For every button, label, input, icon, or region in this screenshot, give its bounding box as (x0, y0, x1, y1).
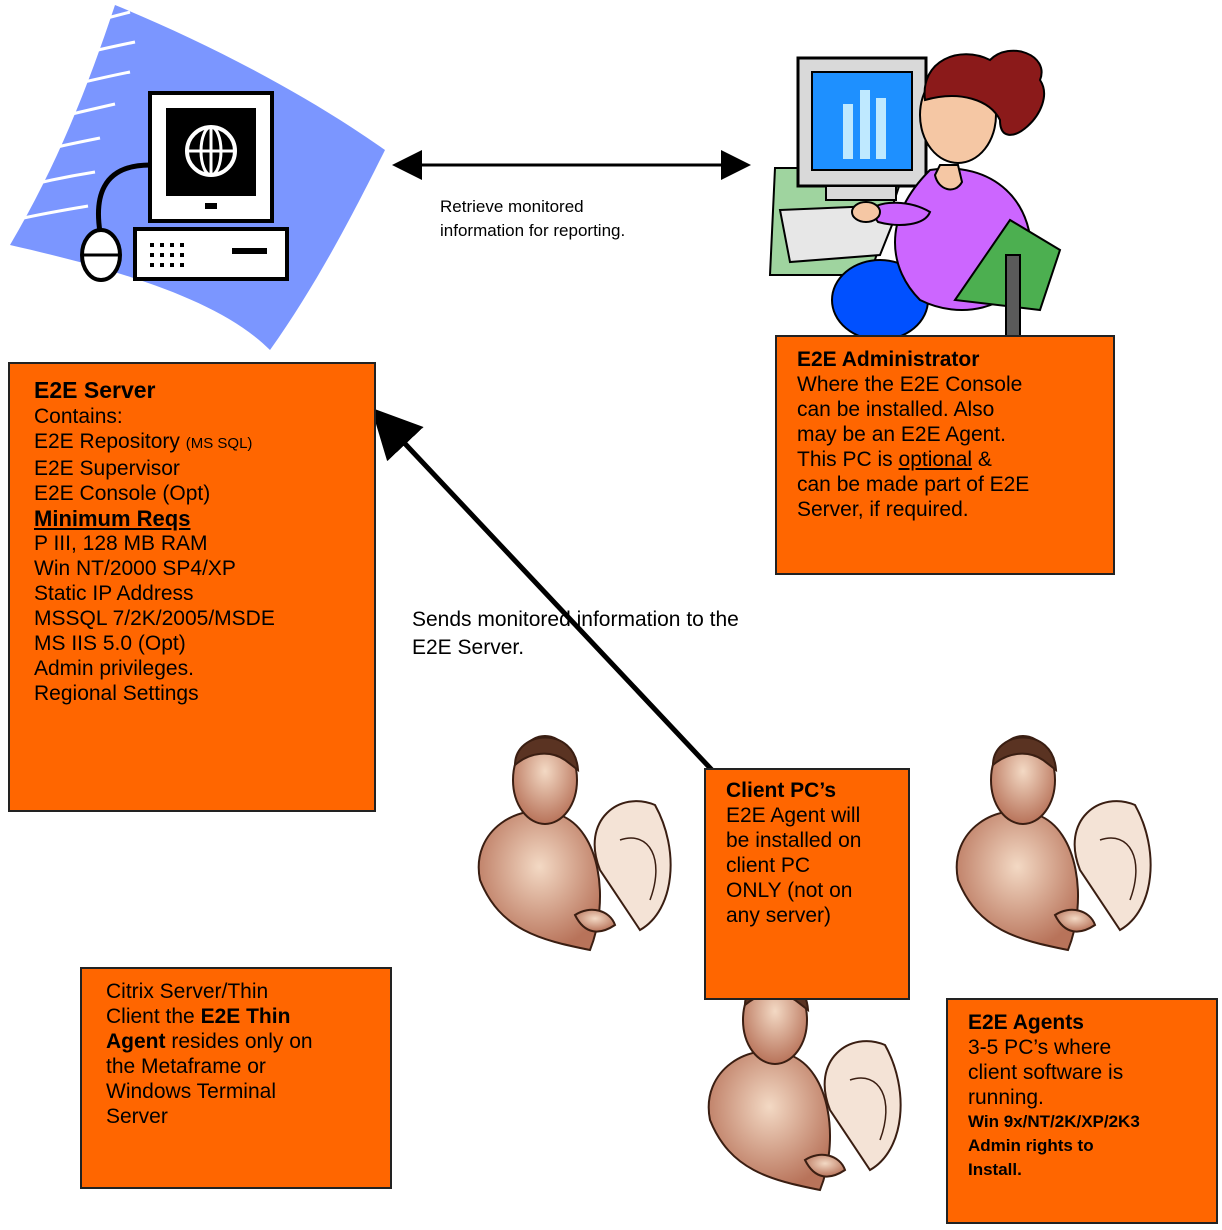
administrator-figure-icon (768, 49, 1062, 341)
citrix-line-1: Citrix Server/Thin (106, 980, 269, 1003)
server-req-6: Admin privileges. (34, 657, 194, 680)
admin-line-2: can be installed. Also (797, 398, 995, 421)
admin-line-5: can be made part of E2E (797, 473, 1030, 496)
agents-line-3: running. (968, 1086, 1044, 1109)
sends-arrow (371, 407, 729, 788)
client-line-2: be installed on (726, 829, 862, 852)
citrix-line-3-bold: Agent (106, 1030, 166, 1053)
server-req-2: Win NT/2000 SP4/XP (34, 557, 236, 580)
agents-line-1: 3-5 PC’s where (968, 1036, 1112, 1059)
server-repository: E2E Repository (MS SQL) (34, 429, 374, 456)
server-console: E2E Console (Opt) (34, 482, 211, 505)
client-line-4: ONLY (not on (726, 879, 853, 902)
e2e-agents-box: E2E Agents 3-5 PC’s where client softwar… (946, 998, 1218, 1224)
client-line-5: any server) (726, 904, 832, 927)
server-repository-note: (MS SQL) (185, 435, 253, 452)
server-repository-text: E2E Repository (34, 430, 186, 453)
admin-line-6: Server, if required. (797, 498, 969, 521)
e2e-administrator-box: E2E Administrator Where the E2E Console … (775, 335, 1115, 575)
client-box-title: Client PC’s (726, 779, 837, 802)
e2e-server-box: E2E Server Contains: E2E Repository (MS … (8, 362, 376, 812)
citrix-line-3: Agent resides only on (106, 1029, 390, 1054)
server-req-7: Regional Settings (34, 682, 199, 705)
client-pc-figure-bottom-icon (707, 975, 902, 1192)
citrix-line-2-pre: Client the (106, 1005, 201, 1028)
citrix-box: Citrix Server/Thin Client the E2E Thin A… (80, 967, 392, 1189)
admin-line-4: This PC is optional & (797, 447, 1113, 472)
server-req-1: P III, 128 MB RAM (34, 532, 208, 555)
server-computer-icon (80, 91, 289, 282)
retrieve-label-line-2: information for reporting. (440, 221, 626, 240)
admin-line-4-pre: This PC is (797, 448, 899, 471)
citrix-line-2: Client the E2E Thin (106, 1004, 390, 1029)
agents-bold-line-3: Install. (968, 1160, 1022, 1179)
admin-optional-word: optional (898, 448, 973, 471)
agents-bold-line-2: Admin rights to (968, 1136, 1094, 1155)
client-line-3: client PC (726, 854, 811, 877)
server-req-3: Static IP Address (34, 582, 194, 605)
server-supervisor: E2E Supervisor (34, 457, 180, 480)
server-req-4: MSSQL 7/2K/2005/MSDE (34, 607, 275, 630)
admin-line-3: may be an E2E Agent. (797, 423, 1006, 446)
agents-box-title: E2E Agents (968, 1011, 1084, 1034)
citrix-line-3-post: resides only on (165, 1030, 313, 1053)
agents-line-2: client software is (968, 1061, 1124, 1084)
citrix-line-2-bold: E2E Thin (200, 1005, 291, 1028)
retrieve-label-line-1: Retrieve monitored (440, 197, 584, 216)
server-box-title: E2E Server (34, 377, 156, 403)
sends-label-line-1: Sends monitored information to the (412, 608, 739, 631)
client-line-1: E2E Agent will (726, 804, 861, 827)
client-pc-figure-right-icon (955, 735, 1152, 952)
client-pc-figure-left-icon (477, 735, 672, 952)
citrix-line-4: the Metaframe or (106, 1055, 266, 1078)
admin-line-1: Where the E2E Console (797, 373, 1023, 396)
citrix-line-6: Server (106, 1105, 168, 1128)
server-contains: Contains: (34, 405, 123, 428)
sends-label-line-2: E2E Server. (412, 636, 525, 659)
admin-line-4-post: & (972, 448, 992, 471)
admin-box-title: E2E Administrator (797, 348, 980, 371)
retrieve-label: Retrieve monitored information for repor… (440, 195, 625, 243)
citrix-line-5: Windows Terminal (106, 1080, 276, 1103)
server-min-reqs-heading: Minimum Reqs (34, 506, 191, 531)
server-req-5: MS IIS 5.0 (Opt) (34, 632, 186, 655)
client-pcs-box: Client PC’s E2E Agent will be installed … (704, 768, 910, 1000)
agents-bold-line-1: Win 9x/NT/2K/XP/2K3 (968, 1112, 1140, 1131)
sends-label: Sends monitored information to the E2E S… (412, 606, 739, 662)
